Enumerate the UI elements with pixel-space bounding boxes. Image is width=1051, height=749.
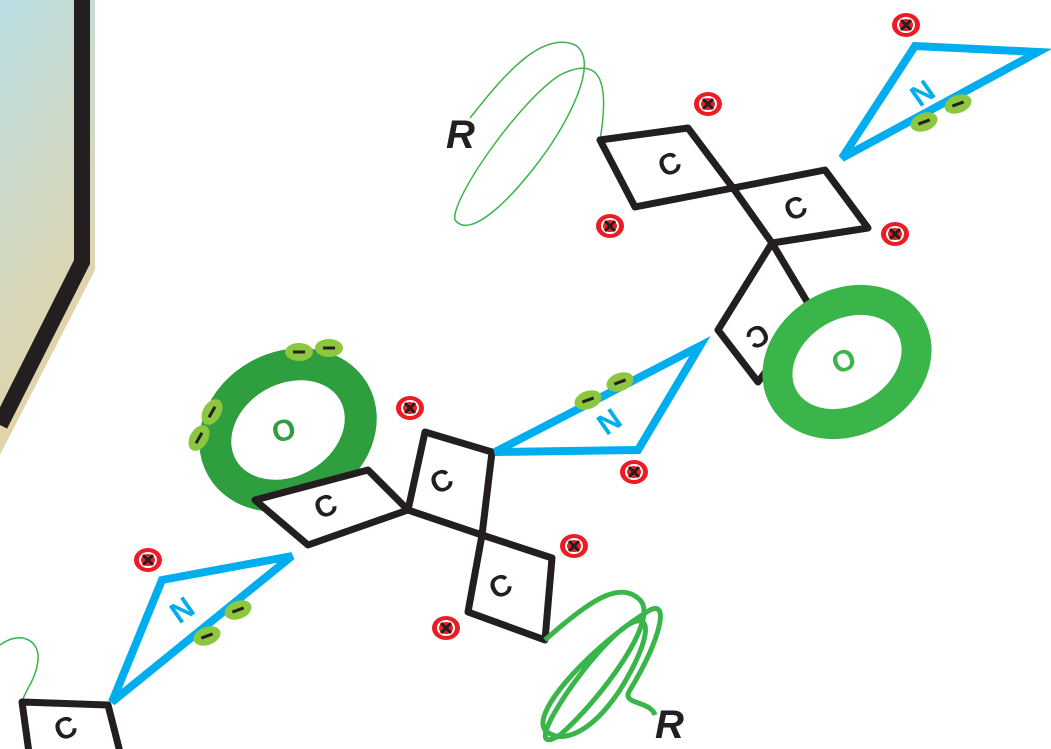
carbon-square (18, 698, 123, 749)
positive-charge-icon (430, 614, 462, 642)
negative-charge-icon (940, 89, 976, 119)
positive-charge-icon (594, 212, 626, 240)
positive-charge-icon (618, 458, 650, 486)
negative-charge-icon (283, 341, 315, 363)
negative-charge-icon (220, 595, 256, 625)
negative-charge-icon (313, 337, 345, 359)
nitrogen-triangle (838, 41, 1051, 162)
negative-charge-icon (189, 621, 225, 651)
positive-charge-icon (394, 394, 426, 422)
carbon-square (404, 428, 496, 539)
positive-charge-icon (879, 220, 911, 248)
nitrogen-label: N (591, 402, 628, 441)
background-panel (0, 0, 95, 455)
r-side-chain (0, 637, 39, 703)
oxygen-label: O (827, 342, 862, 382)
lower-molecule: O C C C N N R C (0, 336, 711, 749)
positive-charge-icon (890, 11, 922, 39)
negative-charge-icon (906, 107, 942, 137)
oxygen-label: O (268, 412, 299, 450)
positive-charge-icon (558, 532, 590, 560)
upper-molecule: R C C C O N (446, 11, 1051, 440)
carbon-square (729, 166, 872, 247)
r-group-label: R (446, 113, 475, 157)
oxygen-ring (762, 284, 932, 440)
r-side-chain (540, 589, 663, 743)
positive-charge-icon (692, 90, 724, 118)
carbon-square (714, 239, 816, 386)
nitrogen-label: N (164, 591, 201, 630)
positive-charge-icon (132, 546, 164, 574)
r-group-label: R (655, 703, 684, 747)
r-side-chain (454, 41, 605, 227)
